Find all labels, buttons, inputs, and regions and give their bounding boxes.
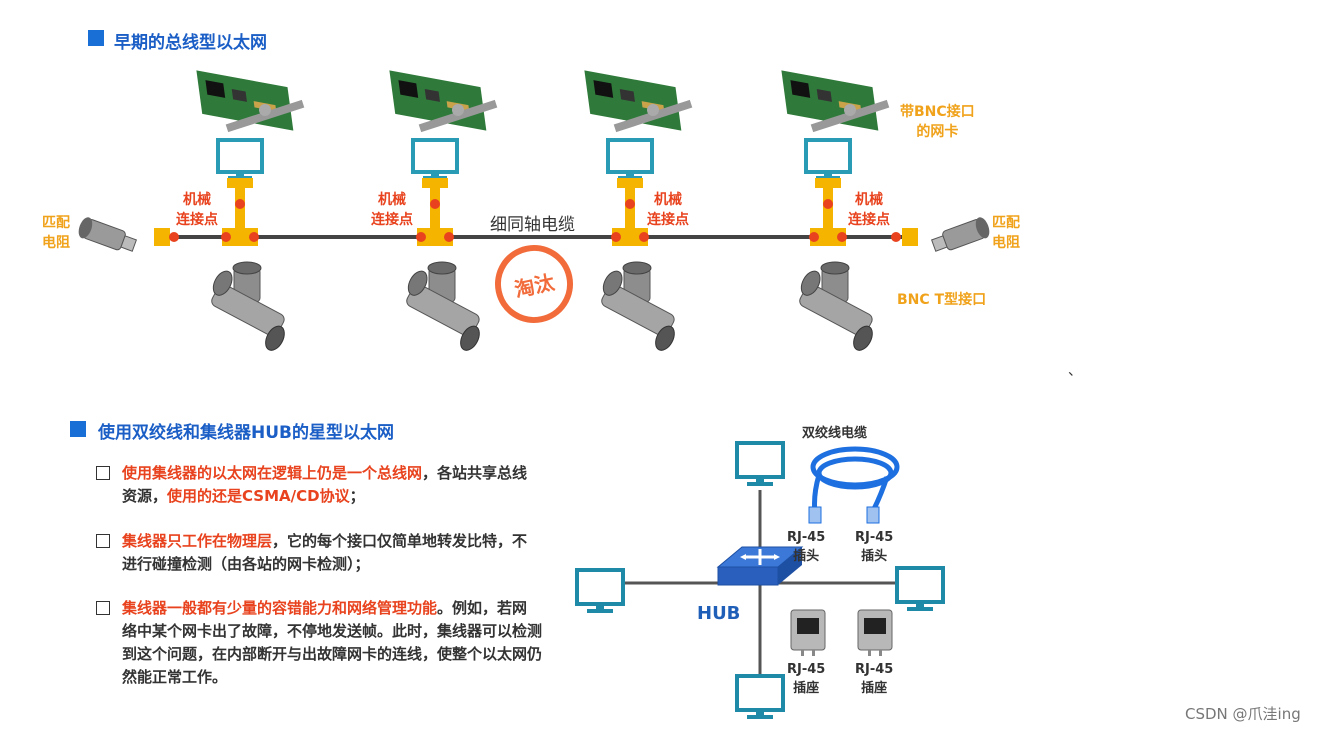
joint-label-1: 机械 连接点 <box>176 192 218 228</box>
bnc-t-label: BNC T型接口 <box>897 292 987 308</box>
item2-text: ，它的每个接口仅简单地转发比特，不进行碰撞检测（由各站的网卡检测）； <box>122 532 528 573</box>
item1-text: ，各站共享总线资源， <box>122 464 528 505</box>
item2-highlight: 集线器只工作在物理层 <box>122 532 273 550</box>
joint-label-2: 机械 连接点 <box>371 192 413 228</box>
coax-cable-label: 细同轴电缆 <box>490 215 575 235</box>
list-item-2: 集线器只工作在物理层，它的每个接口仅简单地转发比特，不进行碰撞检测（由各站的网卡… <box>96 530 542 576</box>
item3-text: 。例如，若网络中某个网卡出了故障，不停地发送帧。此时，集线器可以检测到这个问题，… <box>122 599 543 686</box>
watermark: CSDN @爪洼ing <box>1185 705 1301 723</box>
item1-text2: ； <box>349 487 365 505</box>
nic-label: 带BNC接口 的网卡 <box>900 104 975 140</box>
checkbox-icon <box>96 601 110 615</box>
twisted-pair-label: 双绞线电缆 <box>802 426 868 441</box>
hub-label: HUB <box>697 603 741 624</box>
item3-highlight: 集线器一般都有少量的容错能力和网络管理功能 <box>122 599 438 617</box>
list-item-3: 集线器一般都有少量的容错能力和网络管理功能。例如，若网络中某个网卡出了故障，不停… <box>96 597 543 689</box>
rj45-plug-label-1: RJ-45 插头 <box>787 530 826 564</box>
section1-title: 早期的总线型以太网 <box>114 33 267 53</box>
checkbox-icon <box>96 466 110 480</box>
terminator-label-right: 匹配 电阻 <box>992 215 1020 251</box>
rj45-socket-label-2: RJ-45 插座 <box>855 662 894 696</box>
list-item-1: 使用集线器的以太网在逻辑上仍是一个总线网，各站共享总线资源，使用的还是CSMA/… <box>96 462 542 508</box>
bus-topology-diagram <box>78 70 990 354</box>
checkbox-icon <box>96 534 110 548</box>
section1-bullet <box>88 30 104 46</box>
obsolete-stamp-text: 淘汰 <box>512 269 557 302</box>
terminator-label-left: 匹配 电阻 <box>42 215 70 251</box>
item1-highlight: 使用集线器的以太网在逻辑上仍是一个总线网 <box>122 464 423 482</box>
section2-bullet <box>70 421 86 437</box>
item1-highlight2: 使用的还是CSMA/CD协议 <box>167 487 350 505</box>
joint-label-4: 机械 连接点 <box>848 192 890 228</box>
joint-label-3: 机械 连接点 <box>647 192 689 228</box>
rj45-socket-label-1: RJ-45 插座 <box>787 662 826 696</box>
rj45-plug-label-2: RJ-45 插头 <box>855 530 894 564</box>
stray-mark: 、 <box>1068 363 1082 379</box>
section2-title: 使用双绞线和集线器HUB的星型以太网 <box>98 423 394 443</box>
star-topology-diagram <box>575 441 945 721</box>
